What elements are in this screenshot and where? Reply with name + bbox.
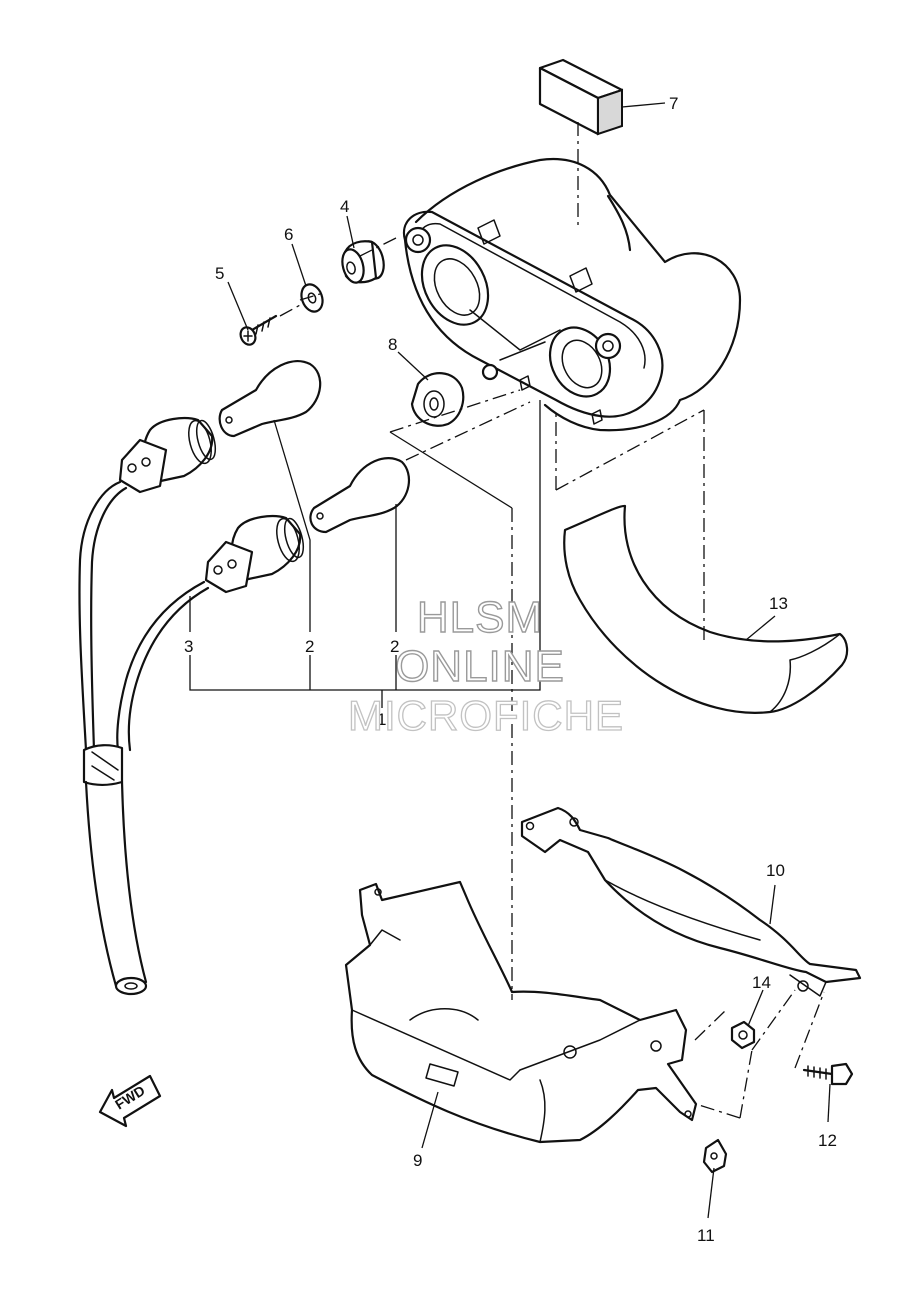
- assembly-dashed-lines: [279, 122, 825, 1119]
- part-2-bulb-upper[interactable]: [218, 360, 322, 438]
- callout-13: 13: [769, 594, 788, 613]
- part-5-screw[interactable]: [238, 314, 278, 347]
- part-9-lower-case[interactable]: [344, 880, 698, 1144]
- callout-8: 8: [388, 335, 397, 354]
- group-bracket-lines: [189, 400, 541, 708]
- callout-2-upper-bulb: 2: [305, 637, 314, 656]
- callout-4: 4: [340, 197, 349, 216]
- part-6-washer[interactable]: [298, 281, 326, 314]
- part-2-bulb-lower[interactable]: [309, 457, 411, 534]
- part-13-heat-shield[interactable]: [563, 504, 849, 714]
- callout-1: 1: [377, 710, 386, 729]
- callout-12: 12: [818, 1131, 837, 1150]
- leader-lines: [189, 102, 831, 1219]
- part-10-bracket[interactable]: [520, 806, 862, 997]
- part-14-nut[interactable]: [730, 1020, 756, 1050]
- callout-3: 3: [184, 637, 193, 656]
- callout-14: 14: [752, 973, 771, 992]
- callout-labels: 7 4 6 5 8 3 2 2 1 13 10 14 12 9 11: [184, 94, 837, 1245]
- watermark: HLSM ONLINE MICROFICHE: [347, 592, 624, 739]
- upper-housing[interactable]: [402, 157, 742, 432]
- watermark-line-3: MICROFICHE: [348, 692, 624, 739]
- part-12-bolt[interactable]: [802, 1062, 854, 1086]
- watermark-line-2: ONLINE: [395, 642, 565, 691]
- callout-10: 10: [766, 861, 785, 880]
- part-8-grommet[interactable]: [410, 372, 465, 427]
- callout-6: 6: [284, 225, 293, 244]
- fwd-arrow-icon: FWD: [98, 1074, 162, 1128]
- callout-2-lower-bulb: 2: [390, 637, 399, 656]
- callout-5: 5: [215, 264, 224, 283]
- callout-11: 11: [697, 1226, 715, 1245]
- callout-9: 9: [413, 1151, 422, 1170]
- part-11-clip[interactable]: [702, 1138, 728, 1174]
- part-4-grommet[interactable]: [339, 239, 388, 285]
- part-7-foam-pad[interactable]: [538, 58, 624, 136]
- callout-7: 7: [669, 94, 678, 113]
- part-3-socket-harness[interactable]: [78, 417, 306, 996]
- watermark-line-1: HLSM: [417, 593, 543, 642]
